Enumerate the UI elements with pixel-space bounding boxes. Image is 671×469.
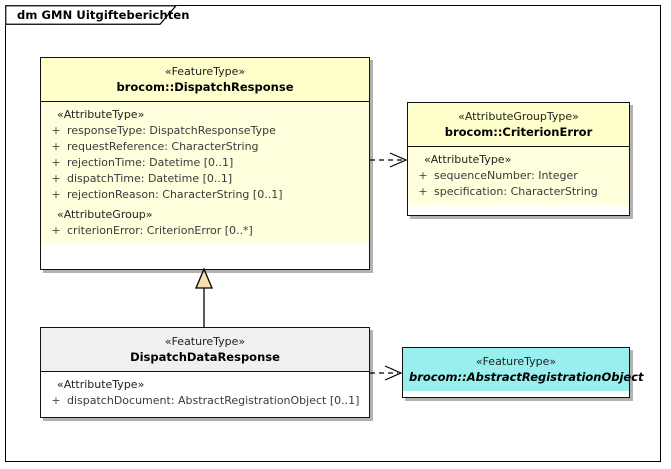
attribute-visibility: + xyxy=(51,172,61,185)
diagram-title-tab[interactable]: dm GMN Uitgifteberichten xyxy=(5,5,189,25)
class-header-dispatch-data-response: «FeatureType» DispatchDataResponse xyxy=(41,328,369,372)
attribute-visibility: + xyxy=(418,185,428,198)
compartment-group-label: «AttributeGroup» xyxy=(57,208,153,221)
compartment-group-label: «AttributeType» xyxy=(57,378,145,391)
attribute-text: sequenceNumber: Integer xyxy=(434,169,578,182)
class-stereotype: «FeatureType» xyxy=(164,335,246,348)
class-name: brocom::DispatchResponse xyxy=(116,80,294,94)
diagram-title-tab-shape xyxy=(5,5,177,25)
attribute-row[interactable]: + requestReference: CharacterString xyxy=(45,139,365,155)
class-body-dispatch-response: «AttributeType» + responseType: Dispatch… xyxy=(41,102,369,244)
class-stereotype: «FeatureType» xyxy=(164,65,246,78)
attribute-text: dispatchDocument: AbstractRegistrationOb… xyxy=(67,394,360,407)
attribute-visibility: + xyxy=(51,124,61,137)
attribute-text: dispatchTime: Datetime [0..1] xyxy=(67,172,233,185)
class-header-criterion-error: «AttributeGroupType» brocom::CriterionEr… xyxy=(408,103,629,147)
attribute-row[interactable]: + specification: CharacterString xyxy=(412,184,625,200)
class-box-dispatch-response[interactable]: «FeatureType» brocom::DispatchResponse «… xyxy=(40,57,370,270)
class-body-criterion-error: «AttributeType» + sequenceNumber: Intege… xyxy=(408,147,629,205)
class-box-criterion-error[interactable]: «AttributeGroupType» brocom::CriterionEr… xyxy=(407,102,630,216)
attribute-row[interactable]: + responseType: DispatchResponseType xyxy=(45,123,365,139)
attribute-text: specification: CharacterString xyxy=(434,185,598,198)
class-header-dispatch-response: «FeatureType» brocom::DispatchResponse xyxy=(41,58,369,102)
class-stereotype: «FeatureType» xyxy=(475,355,557,368)
class-box-dispatch-data-response[interactable]: «FeatureType» DispatchDataResponse «Attr… xyxy=(40,327,370,418)
class-stereotype: «AttributeGroupType» xyxy=(458,110,579,123)
compartment-group-label: «AttributeType» xyxy=(57,108,145,121)
attribute-row[interactable]: + criterionError: CriterionError [0..*] xyxy=(45,223,365,239)
class-name: DispatchDataResponse xyxy=(130,350,280,364)
diagram-title: dm GMN Uitgifteberichten xyxy=(17,8,190,22)
attribute-text: rejectionReason: CharacterString [0..1] xyxy=(67,188,283,201)
class-name: brocom::CriterionError xyxy=(444,125,593,139)
attribute-row[interactable]: + rejectionTime: Datetime [0..1] xyxy=(45,155,365,171)
attribute-row[interactable]: + rejectionReason: CharacterString [0..1… xyxy=(45,187,365,203)
attribute-text: requestReference: CharacterString xyxy=(67,140,259,153)
attribute-text: responseType: DispatchResponseType xyxy=(67,124,276,137)
attribute-row[interactable]: + dispatchTime: Datetime [0..1] xyxy=(45,171,365,187)
attribute-visibility: + xyxy=(51,394,61,407)
class-body-dispatch-data-response: «AttributeType» + dispatchDocument: Abst… xyxy=(41,372,369,414)
compartment-group-label: «AttributeType» xyxy=(424,153,512,166)
attribute-row[interactable]: + sequenceNumber: Integer xyxy=(412,168,625,184)
attribute-visibility: + xyxy=(51,156,61,169)
attribute-text: criterionError: CriterionError [0..*] xyxy=(67,224,253,237)
class-box-abstract-registration-object[interactable]: «FeatureType» brocom::AbstractRegistrati… xyxy=(402,347,644,398)
attribute-visibility: + xyxy=(51,188,61,201)
attribute-visibility: + xyxy=(418,169,428,182)
attribute-text: rejectionTime: Datetime [0..1] xyxy=(67,156,234,169)
attribute-visibility: + xyxy=(51,224,61,237)
attribute-row[interactable]: + dispatchDocument: AbstractRegistration… xyxy=(45,393,365,409)
attribute-visibility: + xyxy=(51,140,61,153)
class-header-abstract-registration-object: «FeatureType» brocom::AbstractRegistrati… xyxy=(403,348,644,391)
class-name: brocom::AbstractRegistrationObject xyxy=(409,370,644,384)
